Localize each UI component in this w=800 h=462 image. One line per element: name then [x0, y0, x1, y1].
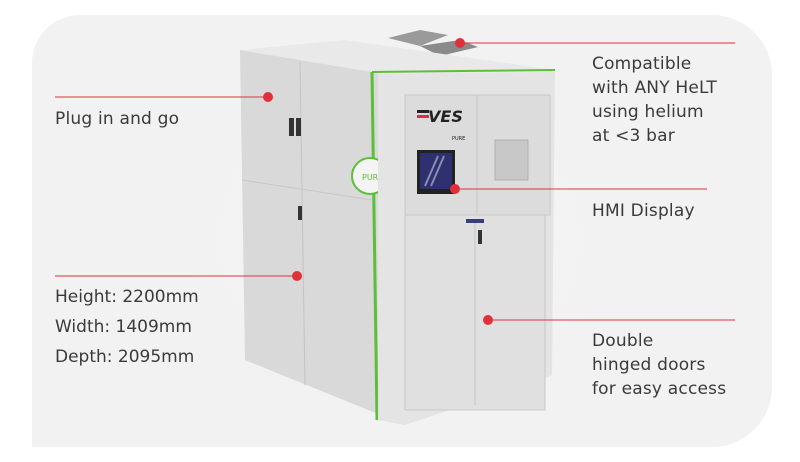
spec-value: 1409mm	[115, 317, 192, 337]
ves-logo: VES	[428, 107, 463, 126]
callout-line: Compatible	[592, 54, 692, 74]
spec-depth: Depth: 2095mm	[55, 347, 194, 367]
callout-hmi: HMI Display	[592, 201, 695, 221]
callout-plug: Plug in and go	[55, 109, 180, 129]
pure-badge-text: PURE	[362, 173, 383, 182]
callout-line: at <3 bar	[592, 126, 675, 146]
callout-line: with ANY HeLT	[592, 78, 717, 98]
spec-label: Height:	[55, 287, 117, 307]
spec-label: Width:	[55, 317, 111, 337]
callout-line: using helium	[592, 102, 704, 122]
callout-line: hinged doors	[592, 355, 706, 375]
spec-height: Height: 2200mm	[55, 287, 199, 307]
spec-width: Width: 1409mm	[55, 317, 192, 337]
callout-line: for easy access	[592, 379, 727, 399]
ves-logo-subtext: PURE	[452, 136, 465, 142]
top-vent	[388, 30, 448, 46]
spec-value: 2095mm	[117, 347, 195, 367]
spec-value: 2200mm	[122, 287, 199, 307]
green-stripe	[370, 71, 379, 421]
spec-label: Depth:	[55, 347, 113, 367]
callout-line: Double	[592, 331, 654, 351]
callout-compatible: Compatible with ANY HeLT using helium at…	[592, 52, 717, 148]
machine-side	[240, 50, 405, 425]
door-handle	[478, 230, 482, 244]
window	[494, 139, 529, 181]
callout-doors: Double hinged doors for easy access	[592, 329, 726, 401]
